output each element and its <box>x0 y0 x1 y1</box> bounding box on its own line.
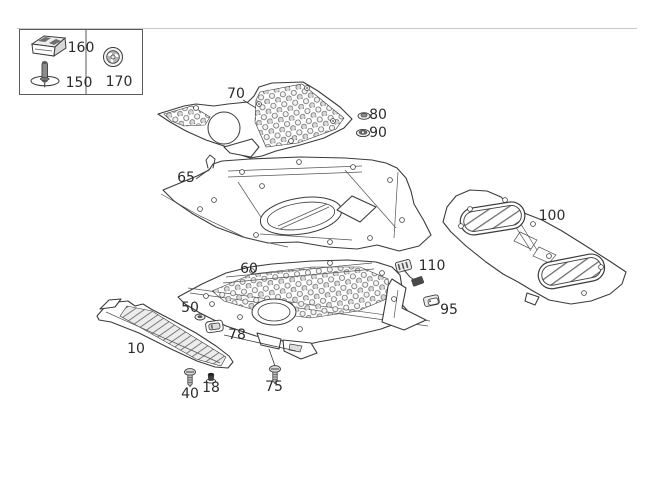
part-100-rear-underbody-panel <box>442 189 627 306</box>
callout-100: 100 <box>539 208 566 224</box>
clip-78-glyph <box>205 319 224 334</box>
callout-78: 78 <box>228 327 246 343</box>
callout-170: 170 <box>106 74 133 90</box>
callout-50: 50 <box>181 300 199 316</box>
part-100-vent-front <box>459 201 526 236</box>
callout-95: 95 <box>440 302 458 318</box>
part-65-hook-tab <box>205 154 216 169</box>
nut-18-glyph <box>205 372 217 384</box>
callout-65: 65 <box>177 170 195 186</box>
legend-box <box>19 29 143 95</box>
clip-95-glyph <box>423 294 440 307</box>
leader-line-3 <box>268 348 276 367</box>
callout-150: 150 <box>66 75 93 91</box>
leader-line-0 <box>242 99 257 109</box>
callout-18: 18 <box>202 380 220 396</box>
bracket-110-glyph <box>394 259 425 287</box>
leader-line-2 <box>223 334 297 352</box>
grommet-50-glyph <box>194 313 206 321</box>
nut-80-glyph <box>357 112 371 120</box>
part-70-insulation-panel <box>157 81 353 159</box>
leader-line-1 <box>195 167 212 180</box>
callout-70: 70 <box>227 86 245 102</box>
leader-lines-layer <box>195 99 297 367</box>
grommet-170-glyph <box>103 47 123 67</box>
callout-10: 10 <box>127 341 145 357</box>
callout-90: 90 <box>369 125 387 141</box>
callout-40: 40 <box>181 386 199 402</box>
part-60-front-under-panel <box>177 259 431 360</box>
washer-nut-90-glyph <box>355 128 371 138</box>
part-70-honeycomb <box>254 83 345 148</box>
part-10-front-spoiler <box>96 298 234 369</box>
part-100-vent-rear <box>537 253 606 290</box>
part-70-cutout <box>207 111 241 145</box>
part-60-side-bracket <box>381 278 427 331</box>
callout-80: 80 <box>369 107 387 123</box>
part-10-grille-texture <box>119 305 227 367</box>
screw-40-glyph <box>184 368 196 388</box>
callout-60: 60 <box>240 261 258 277</box>
clip-160-glyph <box>30 35 67 58</box>
part-65-underbody-panel <box>160 154 432 252</box>
callout-160: 160 <box>68 40 95 56</box>
callout-75: 75 <box>265 379 283 395</box>
callout-110: 110 <box>419 258 446 274</box>
rivet-150-glyph <box>30 61 60 88</box>
